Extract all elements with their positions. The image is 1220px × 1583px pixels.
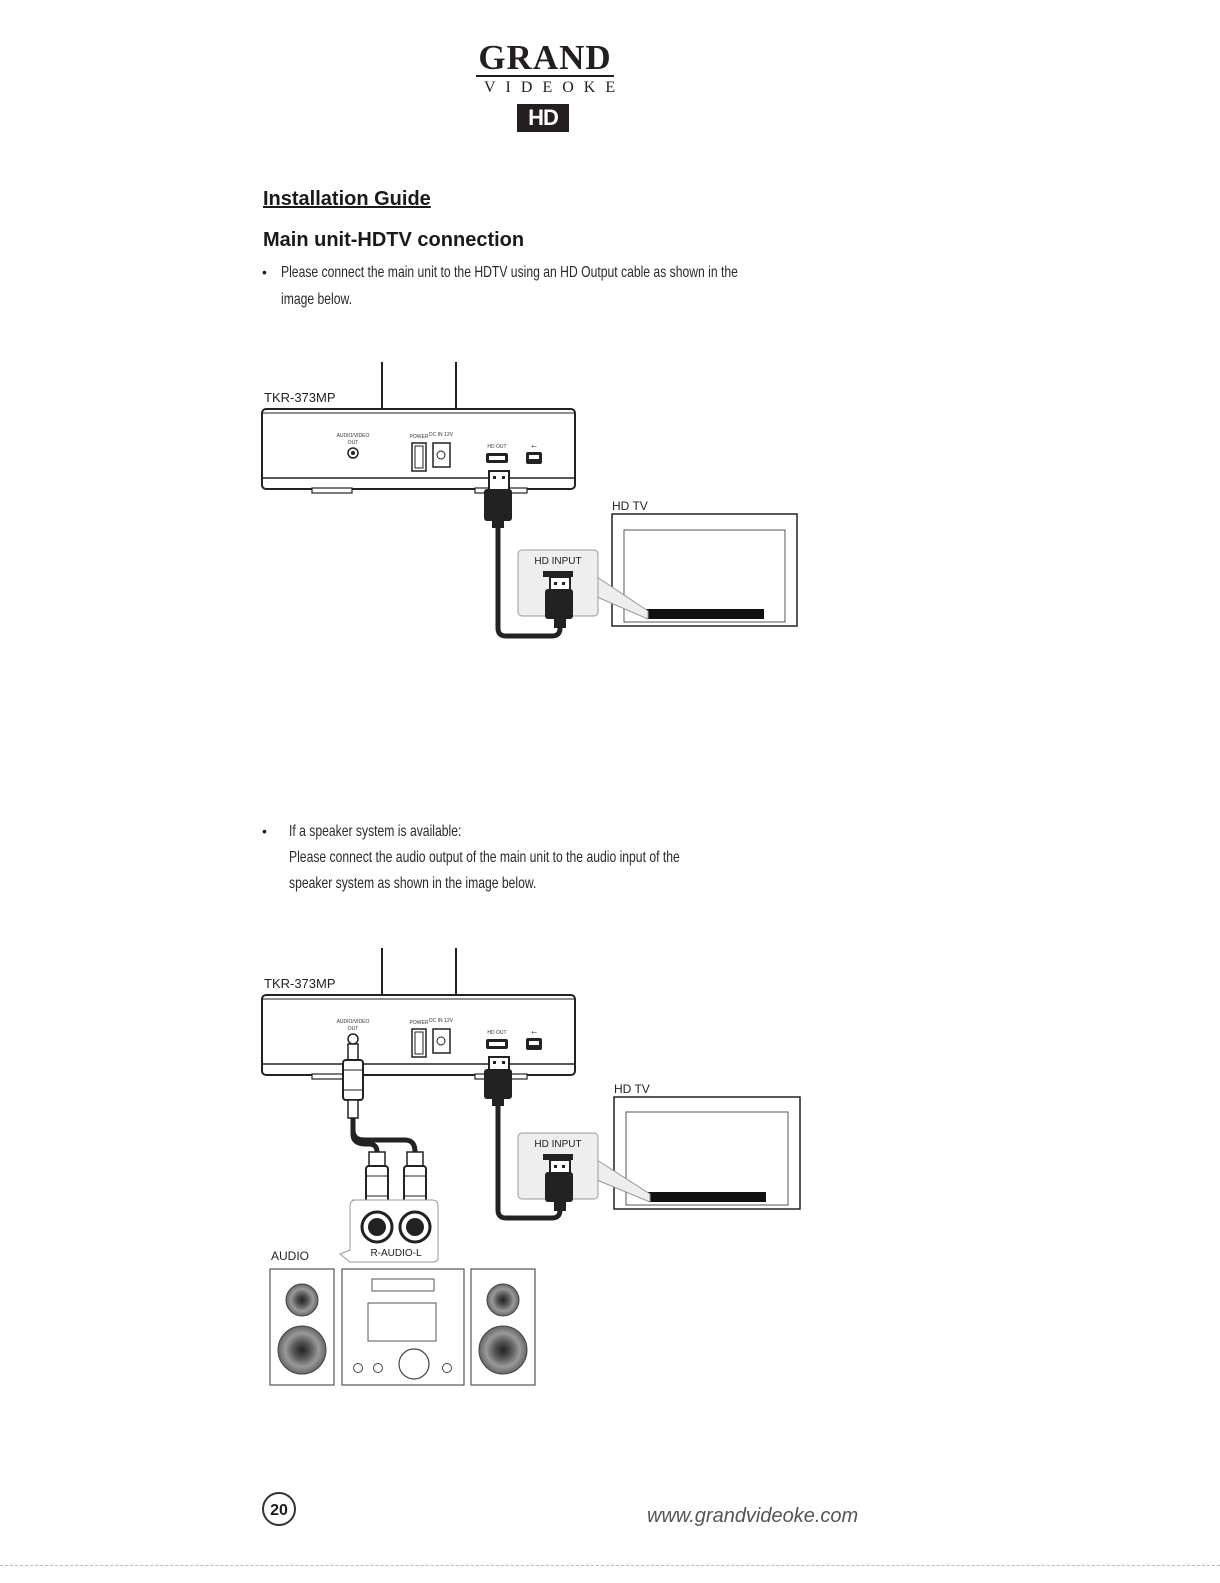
tv-label: HD TV (614, 1082, 650, 1096)
paragraph-line: If a speaker system is available: (289, 823, 462, 840)
paragraph-line: speaker system as shown in the image bel… (289, 875, 537, 892)
speaker-system (269, 1268, 536, 1386)
power-label: POWER (410, 1020, 429, 1026)
hdmi-plug-unit (484, 1056, 512, 1106)
hd-input-label: HD INPUT (534, 556, 581, 567)
hd-input-label: HD INPUT (534, 1139, 581, 1150)
model-label: TKR-373MP (264, 976, 336, 991)
logo-brand: GRAND (478, 38, 612, 77)
paragraph-line: Please connect the main unit to the HDTV… (281, 264, 738, 281)
hd-out-label: HD OUT (487, 1030, 506, 1036)
hd-out-label: HD OUT (487, 444, 506, 450)
usb-icon: ⭠ (531, 1029, 537, 1036)
av-out-label: AUDIO/VIDEO (337, 1019, 370, 1025)
hdmi-plug-unit (484, 470, 512, 528)
subheading: Main unit-HDTV connection (263, 229, 525, 251)
page-cut-line (0, 1565, 1220, 1566)
hdmi-cable (495, 528, 563, 639)
section-title: Installation Guide (263, 188, 431, 210)
hd-input-callout: HD INPUT (517, 549, 649, 628)
diagram-audio-connection: TKR-373MP AUDIO/VIDEO OUT POWER DC IN 12… (261, 948, 801, 1386)
r-audio-l-label: R-AUDIO-L (370, 1248, 422, 1259)
tv-hd-input-port (646, 609, 764, 619)
av-out-label: AUDIO/VIDEO (337, 433, 370, 439)
bullet-marker: • (262, 823, 267, 839)
hd-tv (611, 513, 798, 627)
main-unit: AUDIO/VIDEO OUT POWER DC IN 12V HD OUT ⭠ (261, 994, 576, 1080)
main-unit: AUDIO/VIDEO OUT POWER DC IN 12V HD OUT ⭠ (261, 408, 576, 494)
av-out-sublabel: OUT (348, 1026, 359, 1032)
audio-cable (350, 1118, 418, 1153)
hdmi-cable (495, 1106, 563, 1221)
dc-in-label: DC IN 12V (429, 432, 454, 438)
logo-divider (476, 75, 614, 77)
tv-hd-input-port (648, 1192, 766, 1202)
dc-in-label: DC IN 12V (429, 1018, 454, 1024)
tv-label: HD TV (612, 499, 648, 513)
page-number: 20 (262, 1492, 296, 1526)
model-label: TKR-373MP (264, 390, 336, 405)
usb-icon: ⭠ (531, 443, 537, 450)
diagram-hdtv-connection: TKR-373MP AUDIO/VIDEO OUT POWER DC IN 12… (261, 362, 798, 639)
av-out-jack (347, 1033, 359, 1045)
volume-knob (398, 1348, 430, 1380)
hd-input-callout: HD INPUT (517, 1132, 651, 1211)
audio-input-callout: R-AUDIO-L (339, 1199, 439, 1263)
bullet-marker: • (262, 264, 267, 280)
website-url[interactable]: www.grandvideoke.com (647, 1505, 859, 1527)
av-out-sublabel: OUT (348, 440, 359, 446)
logo-hd-badge: HD (517, 104, 569, 132)
audio-cable (350, 1124, 380, 1153)
paragraph-line: Please connect the audio output of the m… (289, 849, 680, 866)
power-label: POWER (410, 434, 429, 440)
logo-subtitle: VIDEOKE (484, 79, 626, 96)
paragraph-line: image below. (281, 291, 352, 308)
audio-label: AUDIO (271, 1249, 309, 1263)
